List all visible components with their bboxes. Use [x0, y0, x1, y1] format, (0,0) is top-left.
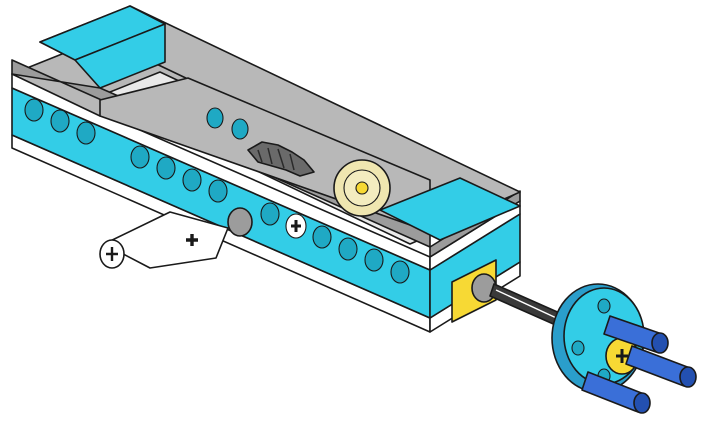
front-tile-left: [74, 23, 166, 89]
dark-gear: [247, 141, 315, 177]
beam-hole: [206, 107, 224, 129]
beam-hole: [338, 237, 358, 261]
blue-pin: [625, 345, 697, 388]
beam-hole: [182, 168, 202, 192]
axle-connector-body: [103, 211, 229, 269]
beam-hole: [156, 156, 176, 180]
beam-hole: [364, 248, 384, 272]
beam-hole: [312, 225, 332, 249]
back-beam-holes: [206, 107, 249, 140]
beam-hole: [208, 179, 228, 203]
beam-hole: [130, 145, 150, 169]
beam-hole: [24, 98, 44, 122]
front-axle-hole: [285, 213, 307, 239]
beam-hole: [76, 121, 96, 145]
beam-hole: [260, 202, 280, 226]
blue-pin: [603, 315, 669, 354]
left-axle-connector: [99, 207, 253, 269]
frame-assembly: [11, 5, 521, 333]
bushing: [227, 207, 253, 237]
beam-hole: [390, 260, 410, 284]
beam-hole: [231, 118, 249, 140]
cross-axle-icon: [616, 349, 628, 363]
blue-pin: [581, 371, 651, 414]
front-beam-holes: [24, 98, 410, 284]
cross-axle-icon: [291, 220, 301, 232]
tan-gear: [333, 159, 391, 217]
right-tile-top: [379, 177, 521, 241]
cross-axle-icon: [186, 234, 198, 246]
blue-pins: [581, 315, 697, 414]
beam-hole: [50, 109, 70, 133]
